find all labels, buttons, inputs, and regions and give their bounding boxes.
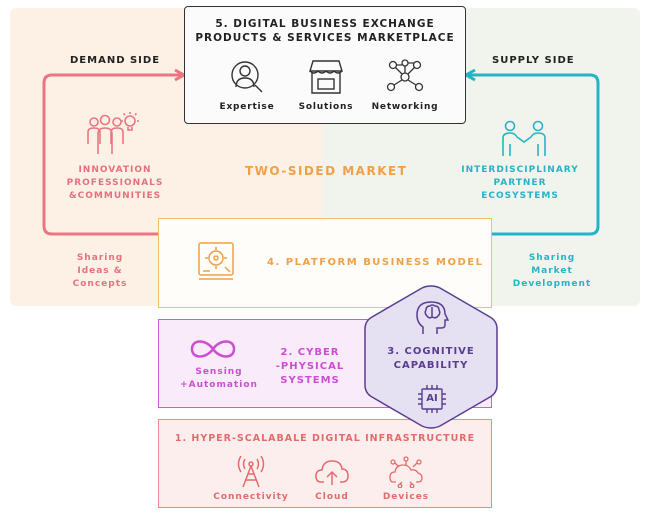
- demand-side-title: INNOVATION PROFESSIONALS &COMMUNITIES: [66, 165, 164, 201]
- cyber-physical-title: 2. CYBER -PHYSICAL SYSTEMS: [275, 347, 345, 386]
- network-icon: [386, 59, 424, 92]
- supply-side-footer: Sharing Market Development: [512, 253, 592, 289]
- infinity-icon: [190, 340, 236, 358]
- ai-chip-label: AI: [426, 393, 438, 404]
- antenna-tower-icon: [237, 456, 265, 488]
- demand-side-header: DEMAND SIDE: [70, 55, 161, 66]
- cognitive-hexagon: [364, 285, 498, 429]
- supply-arrowhead: [462, 68, 476, 82]
- sensing-automation-label: Sensing +Automation: [180, 367, 258, 390]
- two-sided-market-title: TWO-SIDED MARKET: [245, 164, 408, 178]
- expertise-label: Expertise: [219, 102, 275, 112]
- supply-side-header: SUPPLY SIDE: [492, 55, 575, 66]
- expertise-search-icon: [231, 61, 263, 93]
- networking-label: Networking: [371, 102, 439, 112]
- connectivity-label: Connectivity: [213, 492, 289, 502]
- demand-side-footer: Sharing Ideas & Concepts: [72, 253, 128, 289]
- cloud-label: Cloud: [315, 492, 349, 502]
- demand-loop-line: [42, 73, 184, 236]
- partners-icon: [502, 120, 546, 156]
- people-idea-icon: [87, 112, 139, 154]
- marketplace-title: 5. DIGITAL BUSINESS EXCHANGE PRODUCTS & …: [195, 18, 455, 44]
- cognitive-hexagon-shape: [364, 285, 498, 429]
- devices-network-icon: [389, 456, 423, 488]
- cloud-upload-icon: [315, 460, 349, 485]
- ai-chip-icon: AI: [417, 384, 447, 414]
- solutions-label: Solutions: [298, 102, 354, 112]
- cognitive-capability-title: 3. COGNITIVE CAPABILITY: [387, 346, 475, 371]
- infrastructure-title: 1. HYPER-SCALABALE DIGITAL INFRASTRUCTUR…: [174, 433, 476, 444]
- storefront-icon: [309, 60, 343, 94]
- supply-side-title: INTERDISCIPLINARY PARTNER ECOSYSTEMS: [461, 165, 579, 201]
- marketplace-box: 5. DIGITAL BUSINESS EXCHANGE PRODUCTS & …: [184, 6, 466, 124]
- platform-model-icon: [198, 242, 234, 280]
- infrastructure-box: 1. HYPER-SCALABALE DIGITAL INFRASTRUCTUR…: [158, 419, 492, 508]
- devices-label: Devices: [382, 492, 430, 502]
- brain-head-icon: [416, 301, 449, 334]
- platform-business-model-label: 4. PLATFORM BUSINESS MODEL: [267, 257, 484, 268]
- supply-loop-line: [466, 73, 600, 236]
